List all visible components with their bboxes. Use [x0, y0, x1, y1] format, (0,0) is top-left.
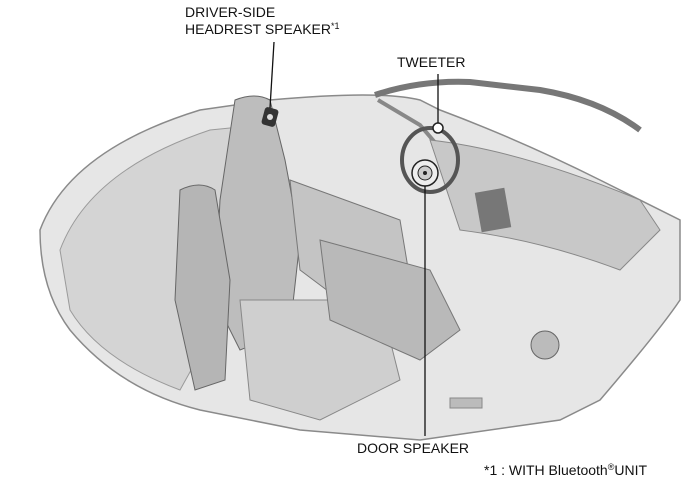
footnote-suffix: UNIT: [614, 462, 648, 478]
footnote: *1 : WITH Bluetooth®UNIT: [484, 462, 647, 479]
registered-mark: ®: [607, 462, 615, 472]
headrest-leader-line: [269, 41, 275, 109]
door-speaker-label: DOOR SPEAKER: [357, 440, 470, 456]
headrest-label-line2: HEADREST SPEAKER: [185, 21, 332, 37]
door-speaker-icon: [411, 159, 439, 187]
headrest-label-line1: DRIVER-SIDE: [185, 4, 276, 20]
tweeter-label: TWEETER: [397, 54, 466, 70]
headrest-speaker-label: DRIVER-SIDE HEADREST SPEAKER*1: [185, 4, 340, 38]
footnote-marker: *1: [484, 462, 498, 478]
headrest-footnote-marker: *1: [331, 21, 340, 31]
footnote-text: : WITH Bluetooth: [501, 462, 608, 478]
headrest-speaker-icon: [261, 107, 279, 127]
tweeter-icon: [432, 122, 444, 134]
